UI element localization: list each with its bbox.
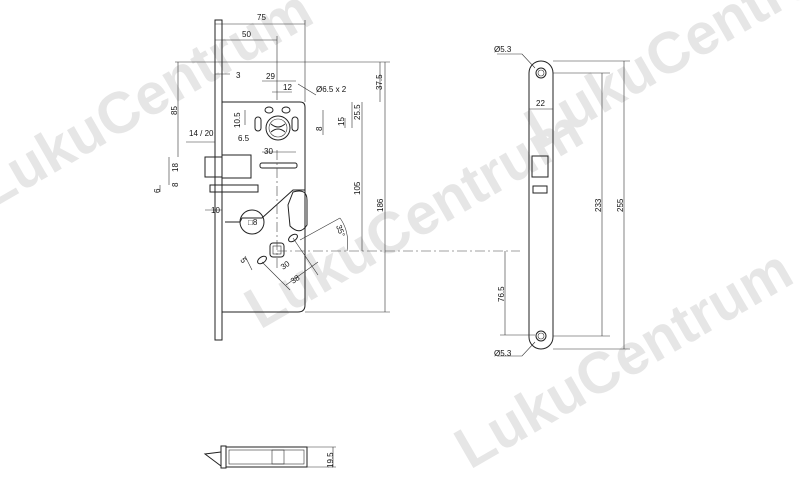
dimension-label: 85 — [170, 106, 179, 115]
side-view: Ø5.3 Ø5.3 22 233 255 76.5 — [494, 45, 630, 358]
cylinder-hole — [265, 115, 291, 141]
deadbolt — [209, 184, 259, 193]
dimension-label: 10.5 — [233, 112, 242, 128]
drawing-line — [532, 185, 548, 194]
dimension-label: 76.5 — [497, 286, 506, 302]
latch-bolt — [204, 156, 223, 178]
drawing-line — [259, 162, 298, 169]
drawing-line — [537, 332, 545, 340]
drawing-line — [535, 330, 547, 342]
dimension-label: 18 — [171, 163, 180, 172]
drawing-line — [159, 20, 390, 313]
dimension-label: 5 — [238, 256, 248, 265]
watermark-text: LukuCentrum — [0, 0, 323, 221]
dimension-label: Ø6.5 x 2 — [316, 85, 347, 94]
dimension-label: 15 — [337, 117, 346, 126]
drawing-line — [497, 53, 630, 357]
dimension-label: 22 — [536, 99, 545, 108]
dimension-label: □8 — [248, 218, 258, 227]
front-view: 75 50 3 29 12 Ø6.5 x 2 37.5 85 10.5 6.5 … — [153, 13, 520, 341]
dimension-label: 37.5 — [375, 74, 384, 90]
drawing-line — [535, 67, 547, 79]
dimension-label: 75 — [257, 13, 266, 22]
bottom-view: 19.5 — [203, 445, 336, 469]
drawing-line — [228, 449, 305, 465]
dimension-label: 8 — [171, 182, 180, 187]
drawing-line — [281, 106, 291, 114]
dimension-label: 255 — [616, 198, 625, 212]
drawing-line — [531, 155, 549, 178]
drawing-line — [271, 449, 285, 465]
drawing-line — [203, 451, 222, 467]
follower — [239, 209, 265, 235]
drawing-line — [291, 116, 299, 132]
dimension-label: 6.5 — [238, 134, 250, 143]
drawing-line — [287, 190, 308, 232]
lock-body — [222, 101, 306, 313]
drawing-line — [264, 106, 274, 114]
dimension-label: 186 — [376, 198, 385, 212]
drawing-line — [270, 123, 286, 133]
dimension-label: 12 — [283, 83, 292, 92]
drawing-line — [225, 189, 305, 223]
drawing-line — [220, 445, 227, 469]
drawing-line — [537, 69, 545, 77]
drawing-line — [225, 446, 308, 468]
faceplate — [214, 19, 223, 341]
dimension-label: 25.5 — [353, 104, 362, 120]
dimension-label: 233 — [594, 198, 603, 212]
dimension-label: 30 — [264, 147, 273, 156]
drawing-line — [307, 446, 336, 468]
dimension-label: 50 — [242, 30, 251, 39]
watermark-text: LukuCentrum — [444, 236, 800, 480]
dimension-label: Ø5.3 — [494, 45, 512, 54]
dimension-label: 3 — [236, 71, 241, 80]
drawing-line — [268, 118, 288, 138]
dimension-label: 14 / 20 — [189, 129, 214, 138]
dimension-label: 6 — [153, 188, 162, 193]
dimension-label: 29 — [266, 72, 275, 81]
dimension-label: 19.5 — [326, 452, 335, 468]
dimension-label: 35° — [334, 224, 347, 238]
drawing-line — [221, 154, 252, 179]
watermark-text: LukuCentrum — [514, 0, 800, 161]
strike-plate — [528, 60, 554, 350]
drawing-line — [254, 116, 262, 132]
dimension-label: Ø5.3 — [494, 349, 512, 358]
dimension-label: 10 — [211, 206, 220, 215]
dimension-label: 8 — [315, 126, 324, 131]
drawing-line — [297, 83, 317, 96]
drawing-line — [257, 255, 267, 265]
dimension-label: 105 — [353, 181, 362, 195]
